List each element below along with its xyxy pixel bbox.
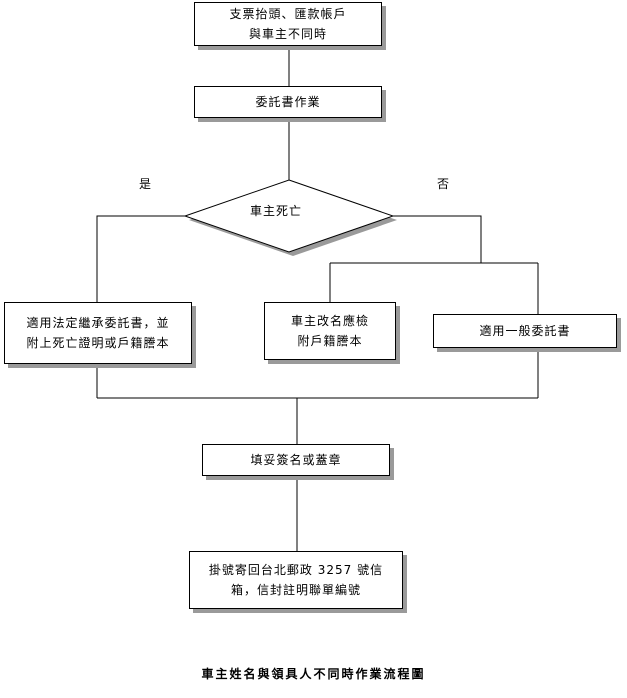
start-box: 支票抬頭、匯款帳戶 與車主不同時 — [194, 2, 382, 46]
mail-line-2: 箱，信封註明聯單編號 — [230, 583, 361, 597]
start-line-2: 與車主不同時 — [248, 27, 327, 41]
left-line-1: 適用法定繼承委託書，並 — [26, 316, 170, 330]
connector-yes-branch — [96, 215, 185, 302]
middle-box: 車主改名應檢 附戶籍謄本 — [264, 302, 396, 360]
branch-yes-label: 是 — [139, 177, 152, 191]
right-box: 適用一般委託書 — [433, 314, 617, 348]
commission-label: 委託書作業 — [255, 95, 321, 109]
left-line-2: 附上死亡證明或戶籍謄本 — [26, 336, 170, 350]
middle-line-1: 車主改名應檢 — [290, 314, 369, 328]
branch-no-label: 否 — [437, 177, 450, 191]
middle-line-2: 附戶籍謄本 — [297, 334, 363, 348]
sign-label: 填妥簽名或蓋章 — [250, 453, 342, 467]
left-box: 適用法定繼承委託書，並 附上死亡證明或戶籍謄本 — [4, 302, 192, 364]
mail-line-1: 掛號寄回台北郵政 3257 號信 — [208, 563, 384, 577]
connector-no-branch — [393, 215, 482, 263]
sign-box: 填妥簽名或蓋章 — [202, 444, 390, 476]
diagram-caption: 車主姓名與領具人不同時作業流程圖 — [201, 667, 426, 681]
decision-diamond — [183, 179, 395, 253]
commission-box: 委託書作業 — [194, 86, 382, 118]
decision-label: 車主死亡 — [249, 204, 302, 218]
start-line-1: 支票抬頭、匯款帳戶 — [229, 7, 347, 21]
right-label: 適用一般委託書 — [479, 324, 571, 338]
mail-box: 掛號寄回台北郵政 3257 號信 箱，信封註明聯單編號 — [189, 551, 403, 609]
